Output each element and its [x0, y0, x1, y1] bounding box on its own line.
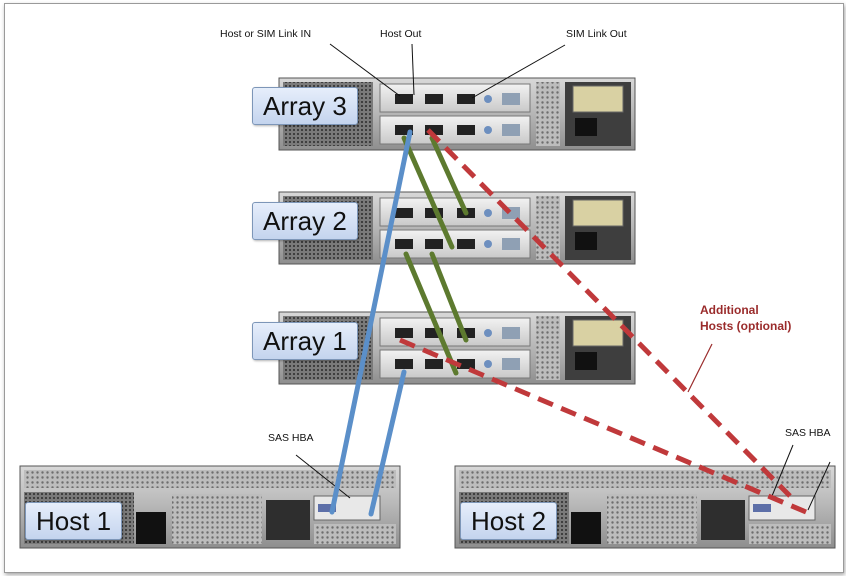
callout-host-or-sim-link-in: Host or SIM Link IN — [220, 28, 312, 40]
array-2-label: Array 2 — [252, 202, 358, 240]
host-1-label: Host 1 — [25, 502, 123, 540]
host-2-label: Host 2 — [460, 502, 558, 540]
array-3-ports — [395, 93, 520, 136]
additional-hosts-pointer — [687, 343, 713, 393]
sim-link-cables — [401, 135, 469, 376]
callout-host-out: Host Out — [380, 28, 422, 40]
callout-sim-link-out: SIM Link Out — [566, 28, 627, 40]
array-1-ports — [395, 327, 520, 370]
array-3-label: Array 3 — [252, 87, 358, 125]
additional-hosts-note-line-1: Additional — [700, 303, 759, 317]
additional-hosts-note-line-2: Hosts (optional) — [700, 319, 792, 333]
array-1-label: Array 1 — [252, 322, 358, 360]
callout-sas-hba-host-1: SAS HBA — [268, 432, 314, 444]
callout-sas-hba-host-2: SAS HBA — [785, 427, 831, 439]
callout-pointers — [295, 43, 831, 511]
additional-hosts-note: Additional Hosts (optional) — [700, 302, 791, 334]
optional-host-cables — [399, 128, 807, 515]
host-link-cables — [329, 129, 413, 517]
